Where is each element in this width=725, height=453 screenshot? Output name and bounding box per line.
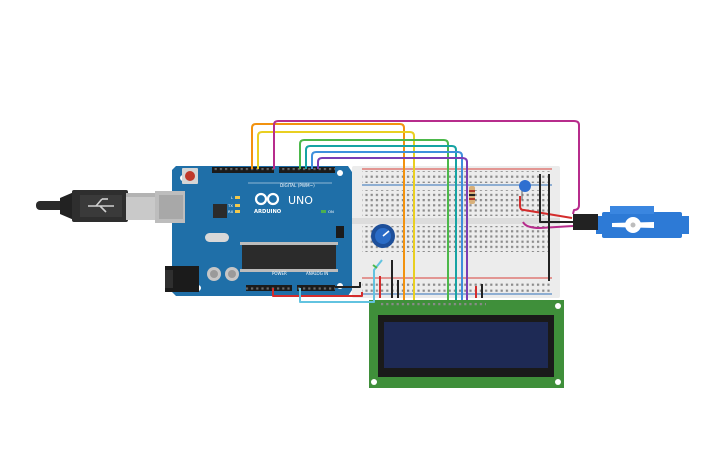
wire-green-pot[interactable] — [372, 264, 378, 269]
wire-blue[interactable] — [311, 151, 463, 300]
led-tx — [235, 204, 240, 207]
servo-top-cap — [610, 206, 654, 214]
arduino-infinity-logo-icon — [254, 192, 280, 206]
capacitor[interactable] — [519, 180, 531, 200]
wire-orange[interactable] — [251, 123, 405, 300]
arduino-logo-text: ARDUINO — [254, 209, 282, 215]
analog-header-pins — [297, 286, 335, 290]
capacitor-body — [519, 180, 531, 192]
analog-in-label: ANALOG IN — [306, 271, 328, 276]
board-capacitor-top — [228, 270, 236, 278]
lcd-pin-header[interactable] — [380, 301, 486, 307]
potentiometer-indicator — [382, 230, 390, 237]
usb-b-jack-inner — [159, 195, 183, 219]
wire-magenta-servo-ground[interactable] — [522, 221, 574, 229]
wire-magenta[interactable] — [273, 120, 580, 215]
servo-connector[interactable] — [573, 214, 598, 230]
potentiometer[interactable] — [371, 224, 395, 248]
servo-motor[interactable] — [573, 206, 689, 238]
label-rx: RX — [228, 209, 234, 214]
usb-cable[interactable] — [36, 190, 158, 222]
wires[interactable] — [251, 120, 580, 303]
resistor-band — [469, 198, 475, 200]
arduino-uno-board[interactable]: L TX RX ARDUINO UNO ON DIGITAL (PWM~) PO… — [155, 166, 352, 296]
usb-plug-metal — [126, 193, 158, 220]
wire-black-gnd[interactable] — [335, 282, 361, 288]
label-l: L — [231, 195, 234, 200]
wire-green[interactable] — [299, 139, 449, 300]
servo-shaft — [630, 222, 636, 228]
lcd-mounting-hole — [555, 303, 561, 309]
icsp-header — [336, 226, 344, 238]
label-on: ON — [328, 209, 334, 214]
mounting-hole — [337, 170, 343, 176]
lcd-screen — [384, 322, 548, 368]
led-rx — [235, 210, 240, 213]
digital-pwm-label: DIGITAL (PWM~) — [280, 183, 315, 188]
atmega-chip-socket — [240, 242, 338, 245]
usb-trident-icon — [88, 198, 114, 213]
wire-yellow[interactable] — [257, 131, 415, 300]
resistor-band — [469, 194, 475, 196]
crystal-oscillator — [205, 233, 229, 242]
power-label: POWER — [272, 271, 287, 276]
wire-teal[interactable] — [305, 145, 457, 300]
wire-black-servo[interactable] — [539, 174, 573, 223]
board-model-text: UNO — [288, 194, 313, 207]
atmega-chip-socket — [240, 269, 338, 272]
lcd-mounting-hole — [371, 379, 377, 385]
wire-purple[interactable] — [317, 157, 468, 300]
board-capacitor-top — [210, 270, 218, 278]
lcd-16x2-module[interactable] — [369, 300, 564, 388]
power-header-pins — [246, 286, 292, 290]
wire-red-servo[interactable] — [519, 196, 573, 219]
usb-cable-strand — [36, 201, 66, 210]
label-tx: TX — [227, 203, 233, 208]
usb-chip — [213, 204, 227, 218]
resistor-band — [469, 190, 475, 192]
usb-plug-metal-shade — [126, 193, 158, 197]
servo-mount-tab — [596, 216, 606, 234]
on-led — [321, 210, 326, 213]
lcd-mounting-hole — [555, 379, 561, 385]
wire-red-5v[interactable] — [272, 288, 363, 297]
resistor[interactable] — [469, 186, 475, 204]
led-l — [235, 196, 240, 199]
usb-cable-strain-relief — [60, 192, 74, 220]
dc-power-jack-front — [165, 270, 173, 288]
digital-header-pins-1 — [212, 168, 274, 172]
reset-button-cap[interactable] — [185, 171, 195, 181]
atmega-chip — [242, 244, 336, 270]
servo-mount-tab — [678, 216, 689, 234]
digital-header-pins-2 — [279, 168, 335, 172]
